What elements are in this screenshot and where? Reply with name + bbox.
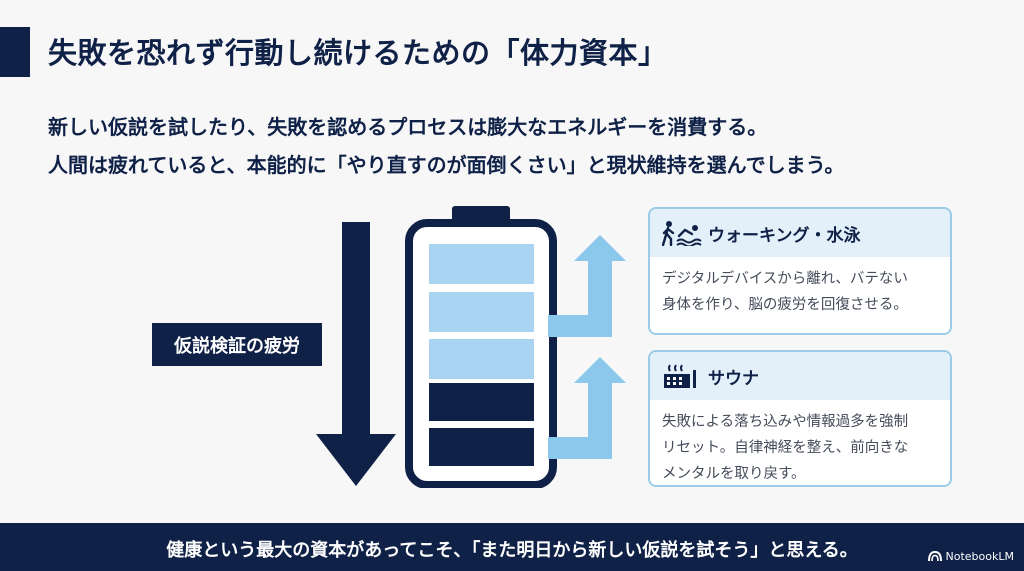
card-header: ウォーキング・水泳 xyxy=(650,209,950,257)
fatigue-down-arrow xyxy=(316,222,396,486)
walking-swimming-card: ウォーキング・水泳 デジタルデバイスから離れ、バテない 身体を作り、脳の疲労を回… xyxy=(648,207,952,335)
sauna-icon xyxy=(664,364,696,388)
card-heading: ウォーキング・水泳 xyxy=(708,225,861,246)
intro-text: 新しい仮説を試したり、失敗を認めるプロセスは膨大なエネルギーを消費する。 人間は… xyxy=(48,108,844,184)
brand-name: NotebookLM xyxy=(945,549,1014,563)
card-body: デジタルデバイスから離れ、バテない 身体を作り、脳の疲労を回復させる。 xyxy=(650,257,950,318)
card-body-line: 身体を作り、脳の疲労を回復させる。 xyxy=(662,297,908,313)
battery-segment-4 xyxy=(429,383,534,421)
battery-segment-3 xyxy=(429,339,534,379)
recovery-arrows xyxy=(548,235,626,459)
recovery-arrow-top xyxy=(548,235,626,337)
title-accent-bar xyxy=(0,27,30,77)
battery-segment-2 xyxy=(429,292,534,332)
intro-line-2: 人間は疲れていると、本能的に「やり直すのが面倒くさい」と現状維持を選んでしまう。 xyxy=(48,153,845,177)
card-body-line: 失敗による落ち込みや情報過多を強制 xyxy=(662,414,909,430)
card-body: 失敗による落ち込みや情報過多を強制 リセット。自律神経を整え、前向きな メンタル… xyxy=(650,400,950,485)
card-body-line: デジタルデバイスから離れ、バテない xyxy=(662,271,908,287)
card-heading: サウナ xyxy=(708,368,759,389)
page-title: 失敗を恐れず行動し続けるための「体力資本」 xyxy=(48,36,668,70)
recovery-arrow-bottom xyxy=(548,357,626,459)
notebooklm-logo-icon xyxy=(927,550,942,562)
card-body-line: リセット。自律神経を整え、前向きな xyxy=(662,440,909,456)
sauna-card: サウナ 失敗による落ち込みや情報過多を強制 リセット。自律神経を整え、前向きな … xyxy=(648,350,952,487)
brand-watermark: NotebookLM xyxy=(927,549,1014,563)
footer-message: 健康という最大の資本があってこそ、「また明日から新しい仮説を試そう」と思える。 xyxy=(166,540,858,561)
card-body-line: メンタルを取り戻す。 xyxy=(662,466,806,482)
fatigue-label: 仮説検証の疲労 xyxy=(152,323,322,366)
battery-segment-5 xyxy=(429,428,534,466)
intro-line-1: 新しい仮説を試したり、失敗を認めるプロセスは膨大なエネルギーを消費する。 xyxy=(48,115,768,139)
card-header: サウナ xyxy=(650,352,950,400)
footer-banner: 健康という最大の資本があってこそ、「また明日から新しい仮説を試そう」と思える。 … xyxy=(0,523,1024,571)
battery-icon xyxy=(405,206,557,488)
walking-swimming-icon xyxy=(662,221,702,246)
battery-segment-1 xyxy=(429,244,534,284)
